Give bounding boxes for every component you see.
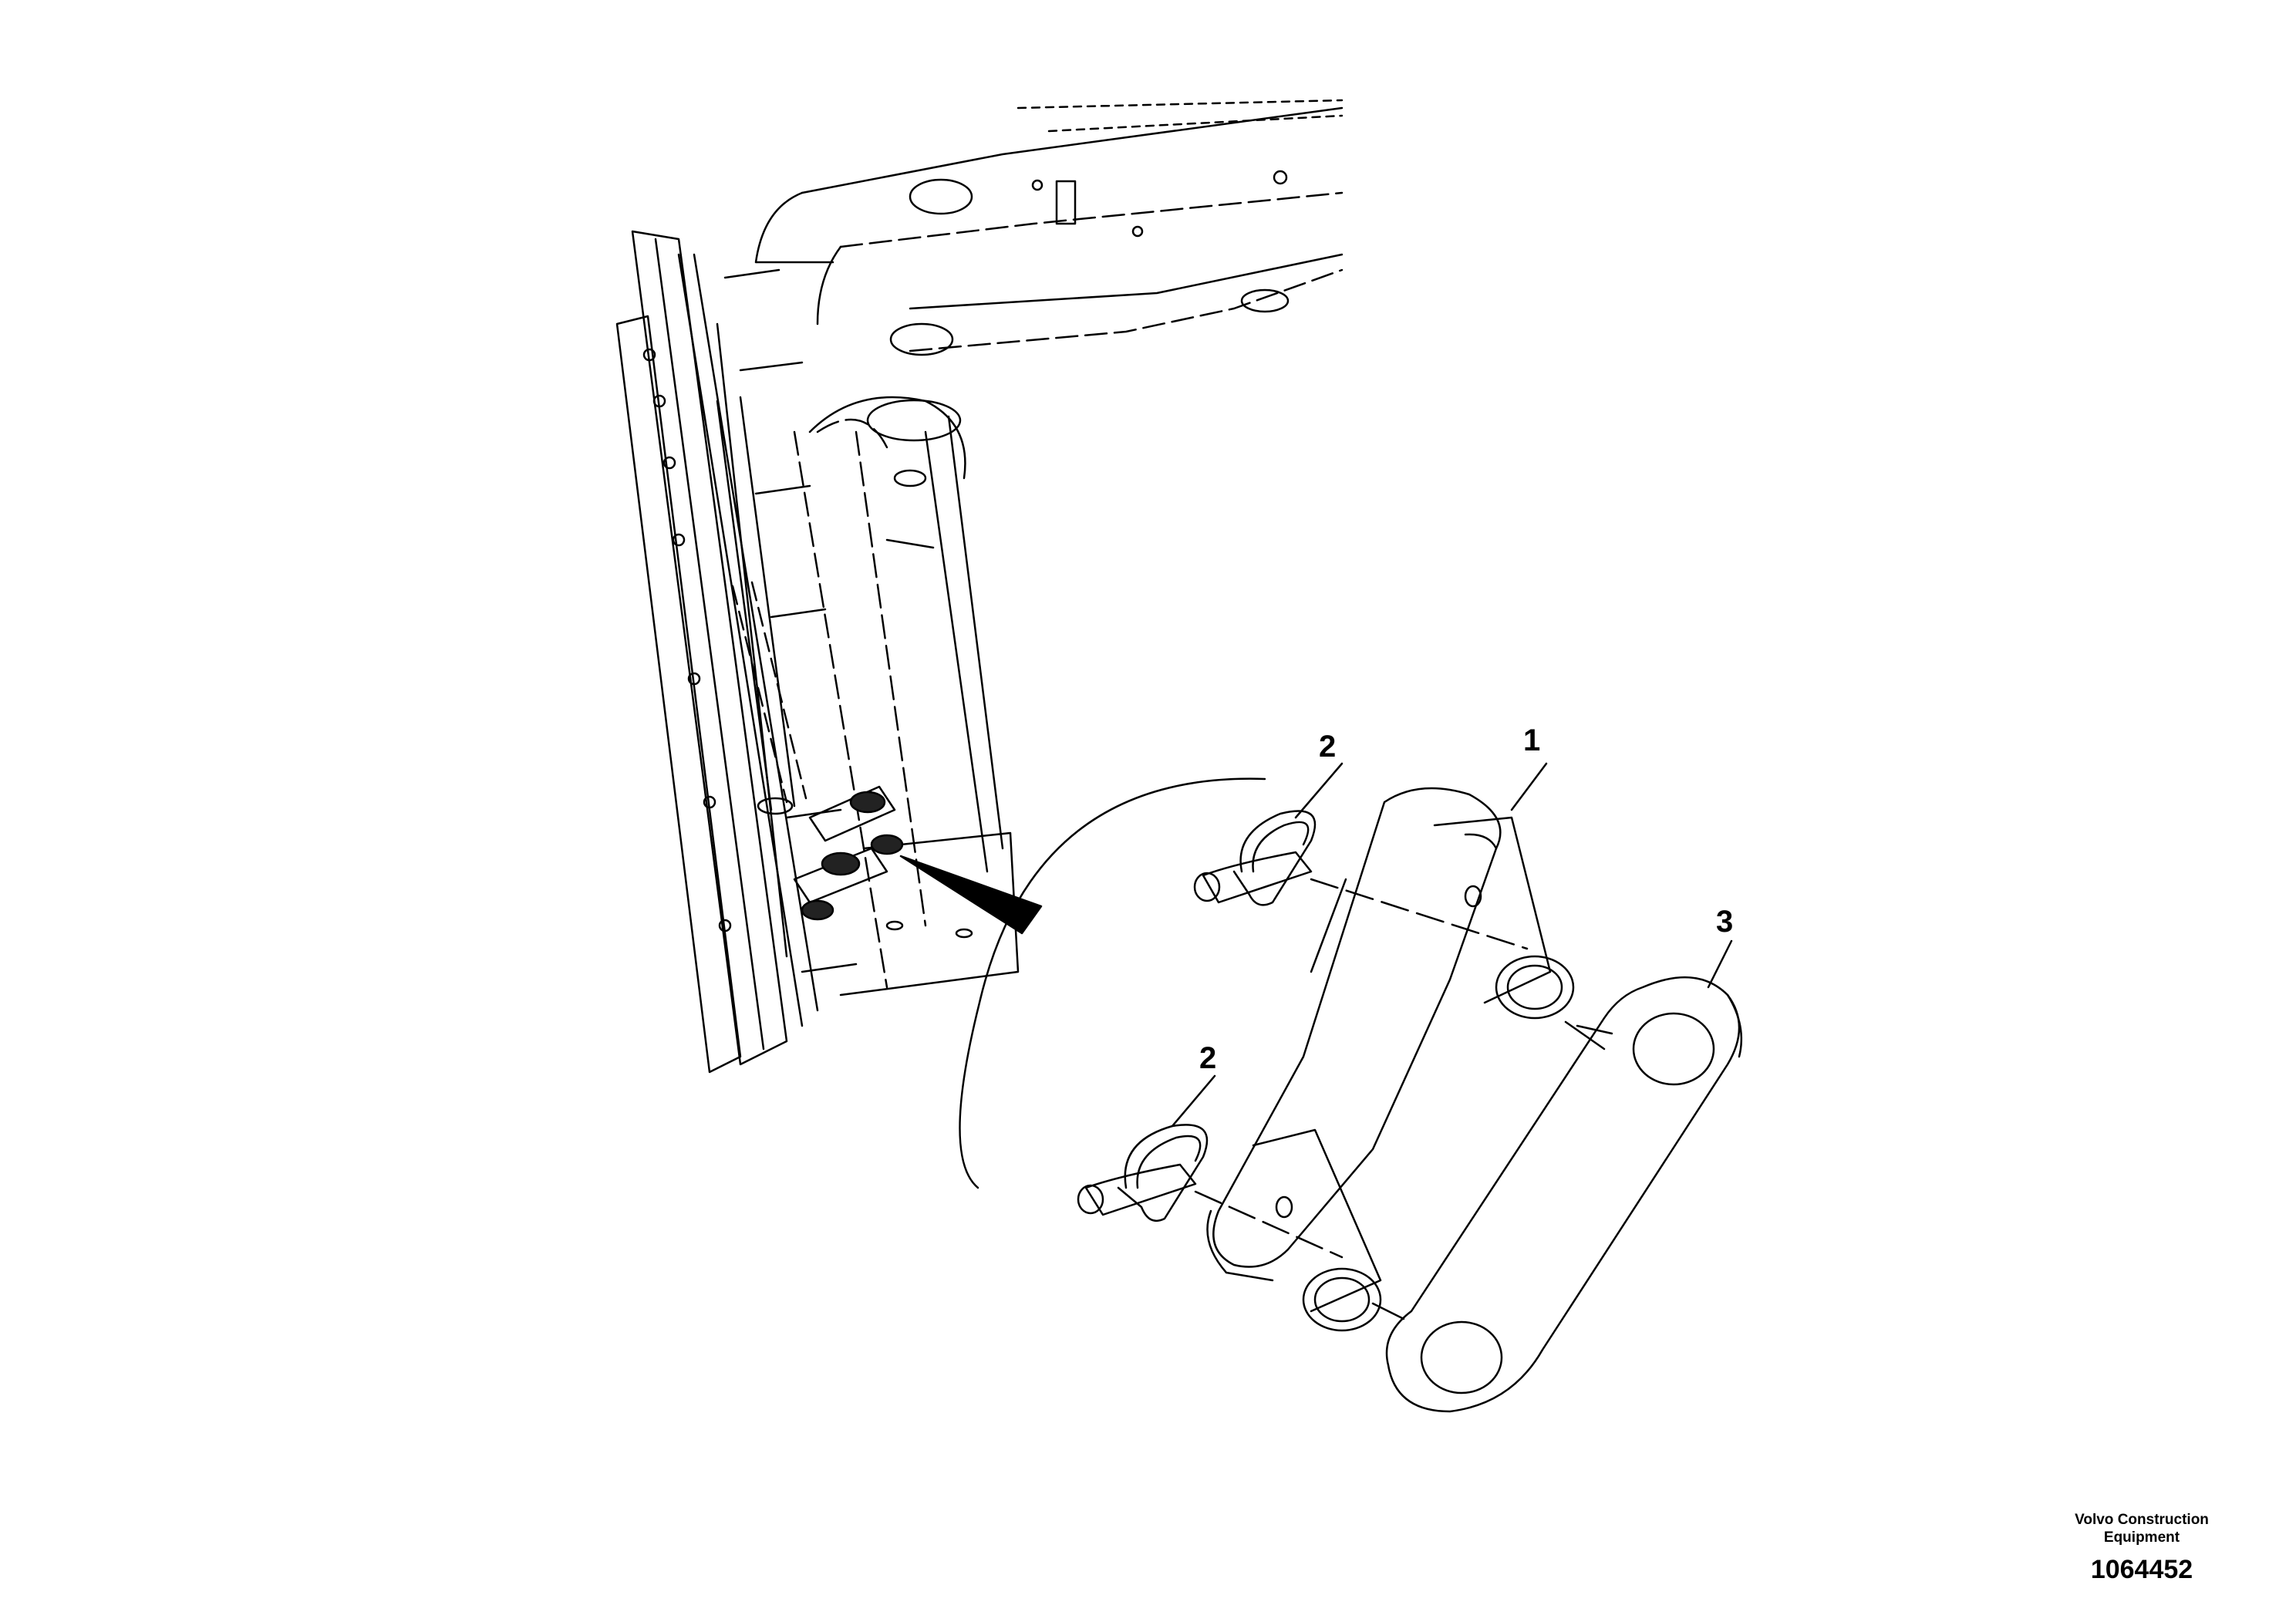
side-plate-part-3 [1371, 976, 1743, 1413]
callout-1: 1 [1523, 723, 1541, 757]
callout-3: 3 [1716, 905, 1734, 939]
company-name-line-2: Equipment [2103, 1529, 2180, 1546]
linch-pin-lower-part-2 [1077, 1124, 1344, 1259]
detail-view-arc [959, 777, 1266, 1189]
linch-pin-upper-part-2 [1193, 810, 1529, 950]
callout-2-upper: 2 [1319, 730, 1337, 764]
company-name-line-1: Volvo Construction [2075, 1512, 2209, 1528]
boom-arm [754, 99, 1344, 480]
callout-leaders [1171, 762, 1733, 1128]
callout-2-lower: 2 [1199, 1041, 1217, 1075]
link-bracket-part-1 [1206, 787, 1575, 1332]
detail-leader [899, 855, 1043, 935]
quick-coupler-frame [615, 230, 1020, 1074]
drawing-number: 1064452 [2090, 1554, 2193, 1584]
title-block: Volvo Construction Equipment 1064452 [2041, 1512, 2242, 1585]
